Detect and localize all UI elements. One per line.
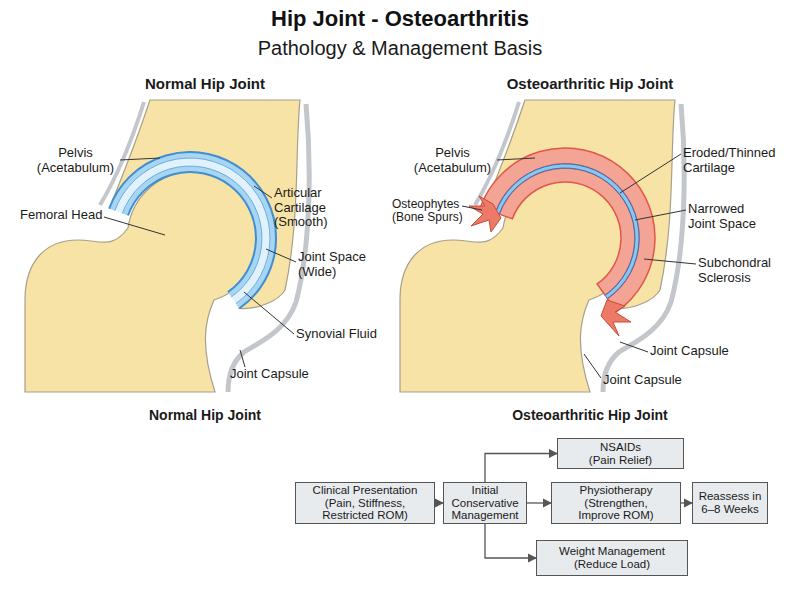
panel-heading: Normal Hip Joint <box>105 76 305 93</box>
part-label: Osteophytes (Bone Spurs) <box>392 198 468 225</box>
flow-arrow <box>527 502 551 503</box>
flow-arrow <box>485 454 557 483</box>
leader-line <box>644 259 696 264</box>
part-label: Joint Capsule <box>230 367 330 382</box>
acetabular-cartilage <box>112 155 273 306</box>
process-box: Physiotherapy (Strengthen, Improve ROM) <box>551 482 681 524</box>
femoral-cartilage <box>125 169 259 295</box>
subtitle: Pathology & Management Basis <box>200 37 600 59</box>
osteophyte <box>469 196 501 232</box>
leader-line <box>584 354 601 378</box>
box-text: NSAIDs (Pain Relief) <box>586 441 655 467</box>
diagram-title: Hip Joint - Osteoarthritis <box>0 6 800 32</box>
leader-line <box>635 210 686 220</box>
cartilage-outline <box>128 172 256 292</box>
normal-hip-joint <box>25 100 309 392</box>
leader-line <box>620 342 648 352</box>
box-text: Initial Conservative Management <box>447 484 523 523</box>
part-label: Pelvis (Acetabulum) <box>405 146 500 175</box>
osteophyte <box>601 300 631 336</box>
joint-space <box>109 152 276 308</box>
leader-line <box>104 217 165 235</box>
part-label: Synovial Fluid <box>296 327 396 342</box>
process-box: NSAIDs (Pain Relief) <box>557 438 684 469</box>
leader-line <box>462 206 482 210</box>
box-text: Reassess in 6–8 Weeks <box>697 490 763 516</box>
cartilage-outline <box>109 152 276 308</box>
leader-line <box>244 292 294 334</box>
part-label: Articular Cartilage (Smooth) <box>274 186 346 230</box>
part-label: Narrowed Joint Space <box>688 202 772 231</box>
part-label: Joint Capsule <box>603 373 703 388</box>
leader-lines <box>104 154 696 378</box>
part-label: Joint Space (Wide) <box>298 250 382 279</box>
part-label: Subchondral Sclerosis <box>698 256 798 285</box>
leader-line <box>620 154 681 193</box>
leader-line <box>254 186 272 198</box>
thinned-cartilage <box>496 164 640 299</box>
femur-bone <box>25 171 259 392</box>
leader-line <box>240 350 245 367</box>
part-label: Joint Capsule <box>650 344 750 359</box>
part-label: Eroded/Thinned Cartilage <box>683 146 789 175</box>
box-text: Weight Management (Reduce Load) <box>541 545 683 571</box>
process-box: Clinical Presentation (Pain, Stiffness, … <box>295 482 435 524</box>
cartilage-outline <box>115 158 270 303</box>
leader-line <box>497 158 535 160</box>
subchondral-sclerosis <box>480 148 655 312</box>
process-box: Initial Conservative Management <box>443 482 527 524</box>
flow-arrow <box>435 502 443 503</box>
part-label: Pelvis (Acetabulum) <box>28 146 123 175</box>
cartilage-outline <box>122 166 262 297</box>
box-text: Physiotherapy (Strengthen, Improve ROM) <box>570 484 662 523</box>
panel-caption: Osteoarthritic Hip Joint <box>490 408 690 424</box>
flow-arrow <box>485 524 536 558</box>
panel-caption: Normal Hip Joint <box>105 408 305 424</box>
osteoarthritic-hip-joint <box>400 100 684 392</box>
leader-line <box>266 249 296 262</box>
panel-heading: Osteoarthritic Hip Joint <box>490 76 690 93</box>
process-box: Weight Management (Reduce Load) <box>536 540 688 576</box>
process-box: Reassess in 6–8 Weeks <box>692 482 768 524</box>
box-text: Clinical Presentation (Pain, Stiffness, … <box>300 484 430 523</box>
flow-arrow <box>681 502 692 503</box>
part-label: Femoral Head <box>20 208 120 223</box>
leader-line <box>120 158 160 160</box>
